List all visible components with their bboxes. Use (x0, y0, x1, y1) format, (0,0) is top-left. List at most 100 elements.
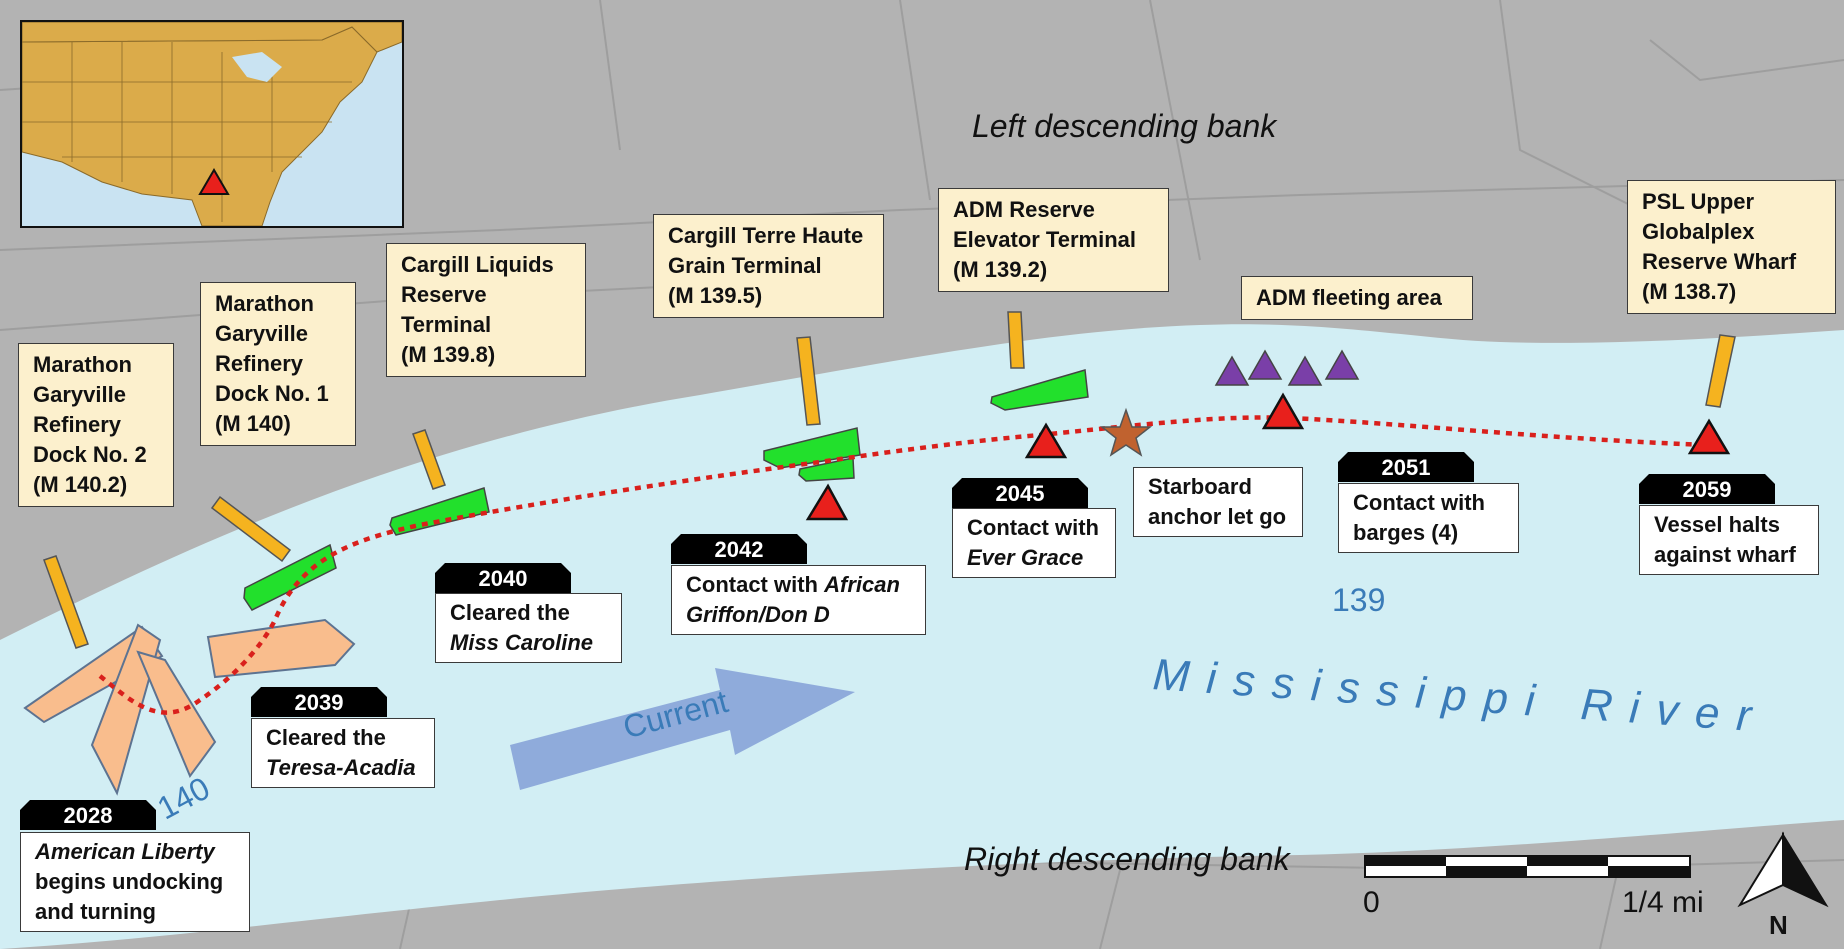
current-arrow (510, 668, 855, 790)
event-time-2051: 2051 (1338, 452, 1474, 482)
vessel-track (98, 415, 1711, 715)
facility-line: PSL Upper (1642, 189, 1755, 214)
event-time-2042: 2042 (671, 534, 807, 564)
facility-line: Garyville (215, 321, 308, 346)
event-line: begins undocking (35, 869, 224, 894)
dock-marathon-no1 (210, 495, 292, 563)
barge-african-griffon (763, 427, 861, 469)
scale-end-label: 1/4 mi (1622, 886, 1704, 919)
event-markers (805, 392, 1731, 521)
event-line: Contact with (1353, 490, 1485, 515)
marker-2042 (805, 483, 849, 521)
moored-barges (243, 369, 1089, 611)
event-2039: Cleared the Teresa-Acadia (251, 718, 435, 788)
facility-line: Cargill Terre Haute (668, 223, 864, 248)
right-bank-label: Right descending bank (964, 841, 1290, 877)
facility-line: Refinery (33, 412, 122, 437)
event-line: Cleared the (450, 600, 570, 625)
facility-adm-fleeting: ADM fleeting area (1241, 276, 1473, 320)
anchor-note-line: Starboard (1148, 474, 1252, 499)
barge-ever-grace (990, 369, 1089, 411)
event-line: against wharf (1654, 542, 1796, 567)
event-time-2028: 2028 (20, 800, 156, 830)
mile-marker-139: 139 (1332, 582, 1386, 618)
facility-line: (M 139.8) (401, 342, 496, 367)
facility-line: Garyville (33, 382, 126, 407)
barge-don-d (798, 457, 855, 482)
event-line: Contact with (967, 515, 1099, 540)
dock-psl-wharf (1705, 334, 1736, 408)
north-label: N (1769, 910, 1788, 940)
event-line: Vessel halts (1654, 512, 1780, 537)
event-2042: Contact with African Griffon/Don D (671, 565, 926, 635)
marker-2051 (1261, 392, 1305, 430)
vessel-position-3 (136, 650, 217, 779)
facility-line: Dock No. 1 (215, 381, 329, 406)
event-2040: Cleared the Miss Caroline (435, 593, 622, 663)
event-line: American Liberty (35, 839, 215, 864)
event-2051: Contact with barges (4) (1338, 483, 1519, 553)
event-2028: American Liberty begins undocking and tu… (20, 832, 250, 932)
fleeting-area-markers (1214, 349, 1360, 386)
inset-location-marker (198, 168, 230, 195)
barge-teresa-acadia (243, 543, 337, 611)
facility-line: Grain Terminal (668, 253, 822, 278)
event-line: barges (4) (1353, 520, 1459, 545)
left-bank-label: Left descending bank (972, 108, 1277, 144)
facility-line: (M 140) (215, 411, 291, 436)
facility-line: Reserve (401, 282, 487, 307)
facility-psl-wharf: PSL Upper Globalplex Reserve Wharf (M 13… (1627, 180, 1836, 314)
facility-line: (M 138.7) (1642, 279, 1737, 304)
facility-cargill-terre-haute: Cargill Terre Haute Grain Terminal (M 13… (653, 214, 884, 318)
inset-great-lakes (232, 52, 282, 82)
facility-line: Refinery (215, 351, 304, 376)
event-line: Ever Grace (967, 545, 1084, 570)
anchor-note-line: anchor let go (1148, 504, 1287, 529)
facility-line: Dock No. 2 (33, 442, 147, 467)
event-time-2039: 2039 (251, 687, 387, 717)
vessel-positions (23, 618, 356, 796)
dock-bars (43, 311, 1736, 649)
event-time-2040: 2040 (435, 563, 571, 593)
facility-marathon-dock-2: Marathon Garyville Refinery Dock No. 2 (… (18, 343, 174, 507)
event-line: Griffon/Don D (686, 602, 830, 627)
marker-2059 (1687, 418, 1731, 455)
facility-line: Globalplex (1642, 219, 1755, 244)
facility-line: Terminal (401, 312, 492, 337)
facility-adm-elevator: ADM Reserve Elevator Terminal (M 139.2) (938, 188, 1169, 292)
facility-line: ADM Reserve (953, 197, 1095, 222)
event-line: Contact with African (686, 572, 900, 597)
dock-cargill-terre-haute (796, 336, 821, 426)
north-arrow (1737, 831, 1829, 908)
facility-line: Elevator Terminal (953, 227, 1136, 252)
barge-miss-caroline (389, 487, 490, 536)
facility-cargill-liquids: Cargill Liquids Reserve Terminal (M 139.… (386, 243, 586, 377)
marker-2045 (1024, 422, 1068, 459)
event-line: Teresa-Acadia (266, 755, 416, 780)
event-line: and turning (35, 899, 156, 924)
event-line: Miss Caroline (450, 630, 594, 655)
facility-line: ADM fleeting area (1256, 285, 1442, 310)
facility-line: (M 140.2) (33, 472, 128, 497)
facility-marathon-dock-1: Marathon Garyville Refinery Dock No. 1 (… (200, 282, 356, 446)
facility-line: Marathon (33, 352, 132, 377)
anchor-star (1099, 407, 1153, 457)
scale-bar (1364, 855, 1691, 878)
event-2059: Vessel halts against wharf (1639, 505, 1819, 575)
event-time-2059: 2059 (1639, 474, 1775, 504)
anchor-note: Starboard anchor let go (1133, 467, 1303, 537)
inset-locator-map (20, 20, 404, 228)
facility-line: (M 139.2) (953, 257, 1048, 282)
inset-canada (22, 22, 402, 53)
vessel-position-2 (90, 623, 162, 796)
facility-line: Marathon (215, 291, 314, 316)
event-time-2045: 2045 (952, 478, 1088, 508)
event-2045: Contact with Ever Grace (952, 508, 1116, 578)
inset-svg (22, 22, 402, 226)
facility-line: Reserve Wharf (1642, 249, 1797, 274)
facility-line: Cargill Liquids (401, 252, 554, 277)
facility-line: (M 139.5) (668, 283, 763, 308)
dock-adm-elevator (1007, 311, 1025, 369)
